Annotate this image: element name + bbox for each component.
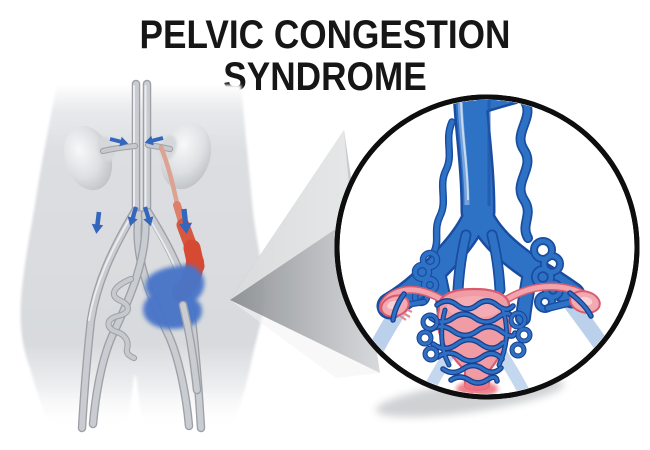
pale-vessel [497,350,533,394]
uterine-varicose-veins [416,298,533,386]
page-title: PELVIC CONGESTION SYNDROME [139,13,511,99]
pelvic-varices-blob [143,264,205,330]
magnifier-cone [230,130,380,378]
inset-content [360,100,616,394]
inset-rim-top [334,94,640,400]
vessel-over-varices [178,300,202,395]
iliac-vein-trunk [376,100,586,326]
patient-figure [20,79,265,433]
